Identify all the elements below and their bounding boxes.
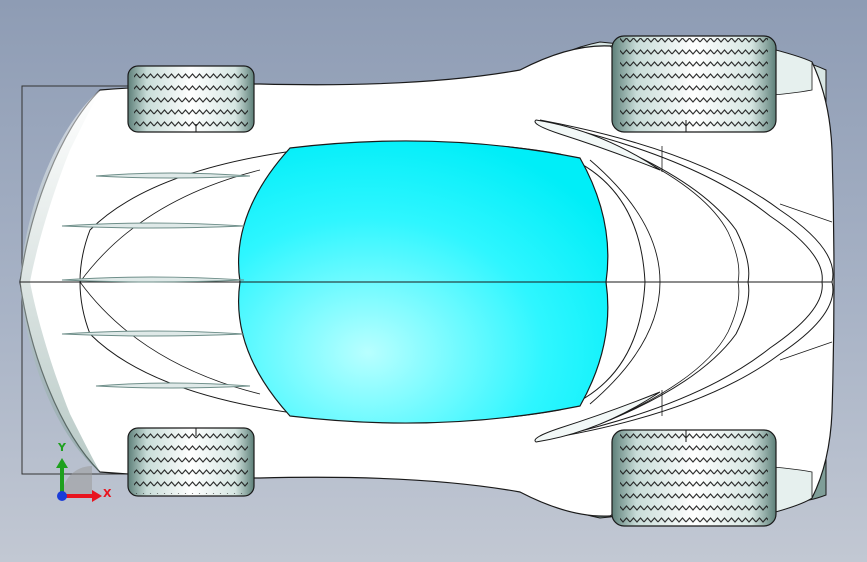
rear-wing-outer xyxy=(539,119,834,441)
rear-wing-mid xyxy=(559,125,823,437)
y-axis-label: Y xyxy=(58,441,66,454)
side-line-upper xyxy=(779,203,833,223)
nose-shadow xyxy=(20,90,100,472)
hood-slats xyxy=(61,172,251,389)
side-line-lower xyxy=(779,341,833,361)
front-right-wheel[interactable] xyxy=(127,427,255,497)
rear-left-wheel[interactable] xyxy=(611,35,777,133)
rear-wing-inner xyxy=(599,139,750,425)
windshield-arc xyxy=(589,159,661,405)
x-axis-label: X xyxy=(103,487,112,500)
rear-right-wheel[interactable] xyxy=(611,429,777,527)
hood-inner-outline xyxy=(79,169,261,395)
rear-wing-inner-2 xyxy=(609,143,740,421)
rear-vent-lower xyxy=(534,391,661,443)
coordinate-triad xyxy=(56,458,102,502)
front-left-wheel[interactable] xyxy=(127,65,255,133)
z-axis-dot xyxy=(57,491,67,501)
rear-vent-upper xyxy=(534,119,661,171)
